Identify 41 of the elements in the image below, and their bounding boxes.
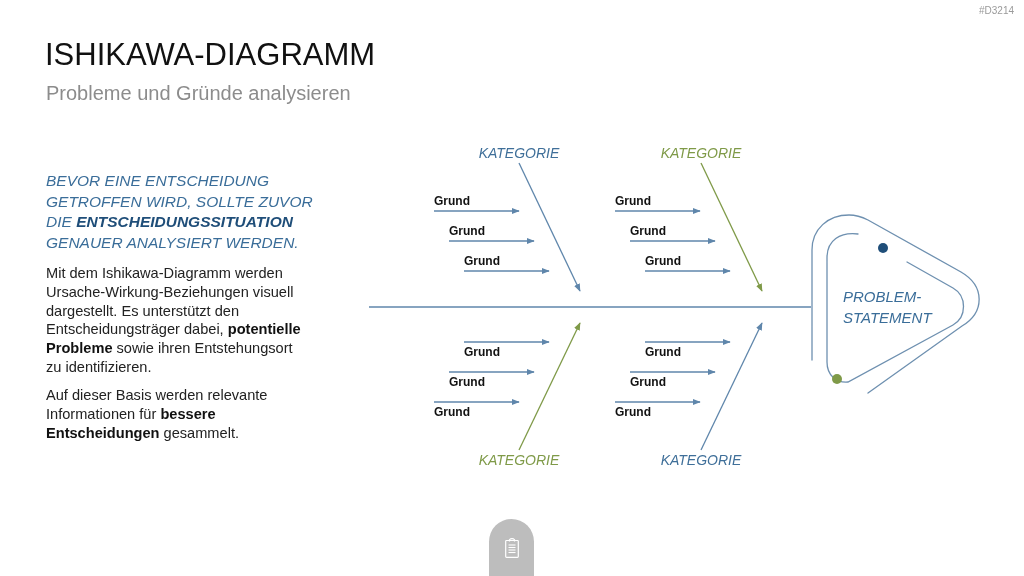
- lead-text: BEVOR EINE ENTSCHEIDUNG GETROFFEN WIRD, SOLLTE ZUVOR DIE ENTSCHEIDUNGSSITUATION GENAUER ANALYSIERT WERDEN.: [46, 171, 314, 253]
- arrow: [700, 322, 763, 451]
- cause-label: Grund: [434, 191, 470, 211]
- arrow: [700, 162, 763, 292]
- arrow: [518, 322, 581, 451]
- spine-line: [368, 306, 812, 308]
- arrow: [614, 207, 701, 215]
- cause-label: Grund: [645, 251, 681, 271]
- slide-code: #D3214: [978, 5, 1014, 17]
- arrow: [629, 368, 716, 376]
- category-label: KATEGORIE: [660, 450, 742, 470]
- cause-label: Grund: [449, 221, 485, 241]
- cause-label: Grund: [434, 402, 470, 422]
- arrow: [448, 237, 535, 245]
- title: ISHIKAWA-DIAGRAMM: [45, 37, 376, 73]
- arrow: [463, 267, 550, 275]
- body-paragraph: Auf dieser Basis werden relevante Informationen für bessere Entscheidungen gesammelt.: [46, 386, 269, 443]
- arrow: [629, 237, 716, 245]
- cause-label: Grund: [464, 251, 500, 271]
- arrow: [644, 338, 731, 346]
- cause-label: Grund: [464, 342, 500, 362]
- cause-label: Grund: [630, 221, 666, 241]
- category-label: KATEGORIE: [660, 143, 742, 163]
- cause-label: Grund: [449, 372, 485, 392]
- cause-label: Grund: [615, 402, 651, 422]
- subtitle: Probleme und Gründe analysieren: [46, 81, 351, 105]
- category-label: KATEGORIE: [478, 143, 560, 163]
- cause-label: Grund: [645, 342, 681, 362]
- fish-head-outline: [811, 213, 981, 395]
- cause-label: Grund: [615, 191, 651, 211]
- arrow: [463, 338, 550, 346]
- arrow: [448, 368, 535, 376]
- arrow: [644, 267, 731, 275]
- arrow: [614, 398, 701, 406]
- problem-label: PROBLEM-STATEMENT: [843, 288, 932, 326]
- cause-label: Grund: [630, 372, 666, 392]
- category-label: KATEGORIE: [478, 450, 560, 470]
- body-paragraph: Mit dem Ishikawa-Diagramm werden Ursache-Wirkung-Beziehungen visuell dargestellt. Es unterstützt den Entscheidungsträger dabei, potentielle Probleme sowie ihren Entstehungsort zu identifizieren.: [46, 264, 302, 377]
- arrow: [518, 162, 581, 292]
- arrow: [433, 398, 520, 406]
- arrow: [433, 207, 520, 215]
